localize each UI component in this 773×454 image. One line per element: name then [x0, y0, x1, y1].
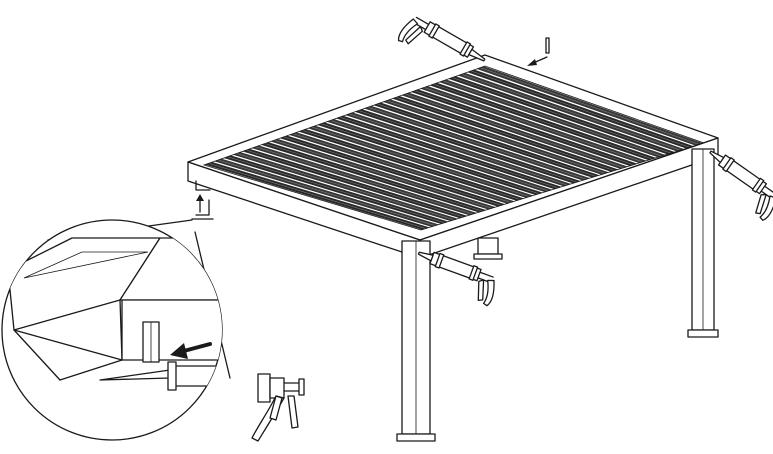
louver-highlight	[274, 140, 492, 209]
roof-louvers	[204, 66, 704, 230]
louver-highlight	[424, 87, 643, 163]
louver-highlight	[283, 136, 502, 206]
louver-highlight	[367, 107, 587, 180]
magnifier-detail-icon	[1, 219, 231, 441]
louver-highlight	[433, 83, 653, 160]
louver-highlight	[227, 156, 445, 223]
left-post-top	[195, 180, 211, 191]
posts	[195, 148, 719, 442]
caulking-gun-icon	[251, 373, 305, 442]
louver-highlight	[292, 133, 511, 203]
louver-highlight	[264, 143, 483, 212]
louver-highlight	[480, 67, 700, 145]
louver-highlight	[217, 159, 436, 226]
louver-highlight	[395, 97, 615, 171]
louver-highlight	[377, 103, 596, 177]
louver-highlight	[311, 126, 530, 197]
louver-highlight	[236, 153, 455, 221]
louver-highlight	[386, 100, 606, 174]
louver-highlight	[414, 90, 634, 165]
louver-highlight	[442, 80, 662, 157]
louver-highlight	[246, 149, 464, 218]
right-post-base	[687, 329, 719, 338]
louver-highlight	[321, 123, 539, 194]
louver-highlight	[349, 113, 568, 186]
louver-highlight	[208, 163, 426, 229]
louver-highlight	[255, 146, 473, 215]
louver-highlight	[452, 77, 672, 154]
louver-highlight	[461, 74, 681, 151]
louver-highlight	[339, 116, 558, 189]
front-post-base	[396, 433, 436, 442]
back-post	[477, 237, 499, 255]
louver-highlight	[358, 110, 577, 183]
louver-highlight	[330, 120, 549, 192]
louver-highlight	[405, 93, 624, 168]
arrow-icon	[191, 37, 550, 220]
louver-highlight	[302, 130, 521, 200]
louver-highlight	[470, 70, 690, 148]
